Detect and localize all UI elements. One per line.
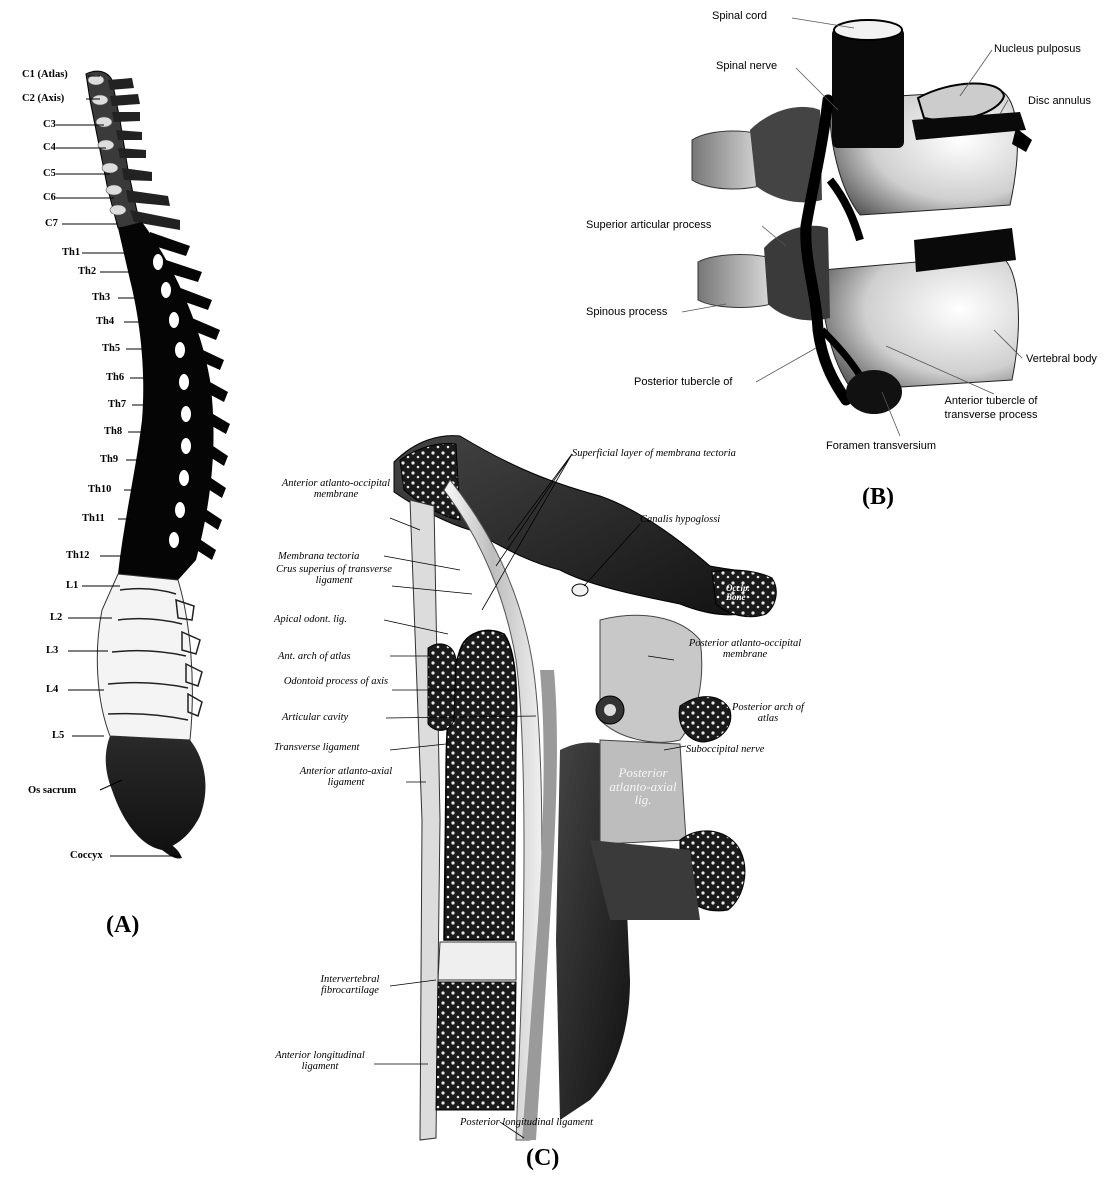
label-anterior-longitudinal: Anterior longitudinal ligament (264, 1050, 376, 1072)
label-suboccipital-nerve: Suboccipital nerve (686, 744, 764, 755)
label-c3: C3 (43, 120, 56, 131)
label-th9: Th9 (100, 455, 118, 466)
c3-vertebral-body (436, 982, 516, 1110)
label-l3: L3 (46, 646, 58, 657)
label-c5: C5 (43, 169, 56, 180)
label-th7: Th7 (108, 400, 126, 411)
spine-illustration (0, 0, 260, 960)
label-articular-cavity: Articular cavity (282, 712, 348, 723)
label-os-sacrum: Os sacrum (28, 786, 76, 797)
label-c1: C1 (Atlas) (22, 70, 68, 81)
label-th2: Th2 (78, 267, 96, 278)
label-th6: Th6 (106, 373, 124, 384)
label-nucleus-pulposus: Nucleus pulposus (994, 44, 1081, 55)
label-th8: Th8 (104, 427, 122, 438)
label-posterior-tubercle: Posterior tubercle of (634, 377, 732, 388)
posterior-arch-of-atlas (679, 697, 731, 742)
anterior-ligament-column (410, 500, 440, 1140)
label-anterior-atlanto-axial: Anterior atlanto-axial ligament (290, 766, 402, 788)
label-ant-arch-of-atlas: Ant. arch of atlas (278, 651, 351, 662)
label-c6: C6 (43, 193, 56, 204)
label-posterior-atlanto-occipital: Posterior atlanto-occipital membrane (678, 638, 812, 660)
label-anterior-tubercle: Anterior tubercle of transverse process (926, 395, 1056, 423)
label-odontoid-process: Odontoid process of axis (280, 676, 392, 687)
label-th11: Th11 (82, 514, 105, 525)
label-intervertebral-fibrocartilage: Intervertebral fibrocartilage (302, 974, 398, 996)
label-th10: Th10 (88, 485, 111, 496)
caption-a: (A) (106, 912, 139, 939)
label-th5: Th5 (102, 344, 120, 355)
hypoglossal-canal (572, 584, 588, 596)
label-c7: C7 (45, 219, 58, 230)
caption-b: (B) (862, 484, 894, 511)
nerve-root-knot (846, 370, 902, 414)
label-l5: L5 (52, 731, 64, 742)
label-l2: L2 (50, 613, 62, 624)
label-canalis-hypoglossi: Canalis hypoglossi (640, 514, 720, 525)
label-posterior-longitudinal: Posterior longitudinal ligament (460, 1117, 593, 1128)
label-apical-odont-lig: Apical odont. lig. (274, 614, 347, 625)
label-coccyx: Coccyx (70, 851, 103, 862)
label-th1: Th1 (62, 248, 80, 259)
intervertebral-disc (438, 942, 516, 980)
label-c2: C2 (Axis) (22, 94, 64, 105)
label-membrana-tectoria: Membrana tectoria (278, 551, 359, 562)
caption-c: (C) (526, 1145, 559, 1172)
label-th4: Th4 (96, 317, 114, 328)
vertebral-body-lower (822, 255, 1019, 390)
label-superficial-layer: Superficial layer of membrana tectoria (572, 448, 736, 459)
sacrum (106, 736, 206, 850)
lumbar-vertebrae (97, 574, 192, 740)
spinal-cord (832, 28, 904, 148)
label-occip-bone: Occip. Bone (726, 584, 766, 603)
label-th3: Th3 (92, 293, 110, 304)
panel-a-spine: C1 (Atlas) C2 (Axis) C3 C4 C5 C6 C7 Th1 … (0, 0, 260, 960)
label-th12: Th12 (66, 551, 89, 562)
label-superior-articular-process: Superior articular process (586, 220, 711, 231)
label-anterior-atlanto-occipital: Anterior atlanto-occipital membrane (280, 478, 392, 500)
label-spinous-process: Spinous process (586, 307, 667, 318)
label-l1: L1 (66, 581, 78, 592)
label-posterior-atlanto-axial-lig: Posterior atlanto-axial lig. (604, 766, 682, 807)
panel-c-sagittal: Superficial layer of membrana tectoria C… (260, 420, 860, 1182)
label-disc-annulus: Disc annulus (1028, 96, 1091, 107)
label-spinal-cord: Spinal cord (712, 11, 767, 22)
label-c4: C4 (43, 143, 56, 154)
label-l4: L4 (46, 685, 58, 696)
label-posterior-arch-of-atlas: Posterior arch of atlas (726, 702, 810, 724)
label-crus-superius: Crus superius of transverse ligament (274, 564, 394, 586)
label-vertebral-body: Vertebral body (1026, 354, 1097, 365)
label-transverse-ligament: Transverse ligament (274, 742, 359, 753)
label-spinal-nerve: Spinal nerve (716, 61, 777, 72)
